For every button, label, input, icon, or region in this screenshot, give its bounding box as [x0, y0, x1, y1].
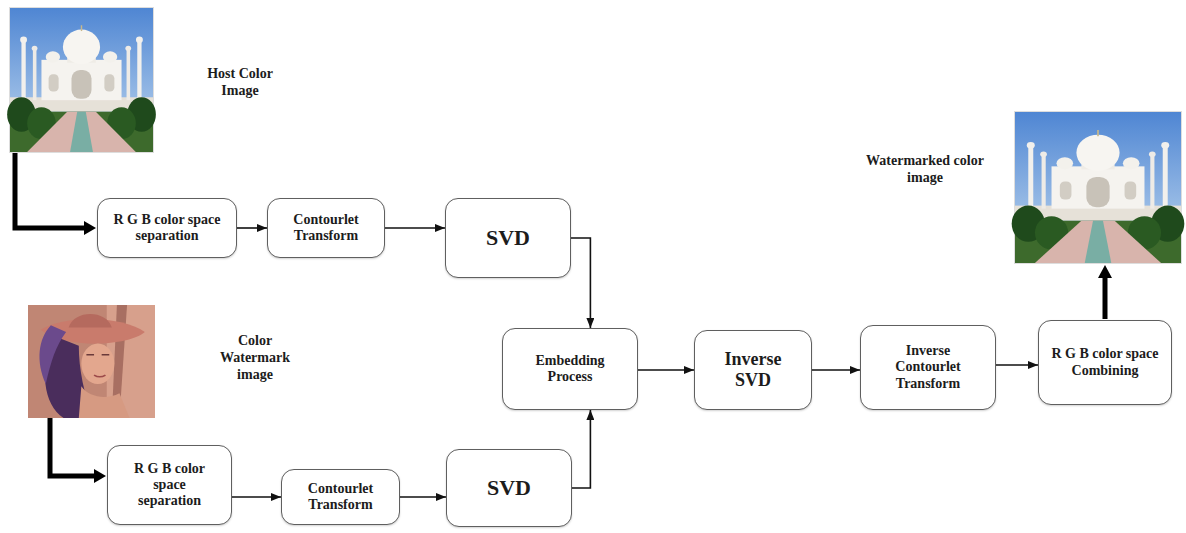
- art-shape: [81, 343, 114, 384]
- box-text: Inverse SVD: [707, 349, 799, 390]
- box-text: SVD: [487, 475, 531, 500]
- process-box: Inverse Contourlet Transform: [860, 325, 996, 410]
- box-text: Contourlet Transform: [294, 481, 387, 513]
- process-box: R G B color space separation: [107, 445, 232, 525]
- box-text: R G B color space separation: [120, 461, 219, 509]
- art-shape: [69, 314, 112, 328]
- flow-arrow: [400, 496, 446, 498]
- art-shape: [86, 354, 109, 356]
- flow-arrow: [572, 410, 590, 488]
- host-image: [7, 7, 156, 153]
- image-caption: Watermarked color image: [860, 153, 990, 187]
- watermarked-image: [1012, 111, 1185, 264]
- watermark-image: [28, 305, 155, 418]
- art-shape: [28, 305, 155, 418]
- art-shape: [84, 221, 96, 235]
- process-box: R G B color space Combining: [1038, 320, 1172, 405]
- flow-arrow: [638, 369, 694, 371]
- art-shape: [15, 153, 86, 228]
- flow-arrow: [385, 227, 445, 229]
- flow-arrow: [571, 238, 590, 328]
- art-shape: [1103, 276, 1108, 319]
- flow-arrow: [237, 227, 267, 229]
- art-shape: [94, 469, 106, 483]
- image-caption: Host Color Image: [190, 66, 290, 100]
- flow-arrow: [232, 496, 281, 498]
- art-shape: [50, 418, 96, 476]
- box-text: R G B color space separation: [110, 212, 224, 244]
- box-text: R G B color space Combining: [1051, 346, 1159, 378]
- process-box: SVD: [445, 198, 571, 278]
- art-shape: [1098, 265, 1112, 278]
- flow-arrow: [996, 364, 1038, 366]
- art-shape: [94, 375, 105, 377]
- image-caption: Color Watermark image: [205, 333, 305, 383]
- flow-arrow: [812, 369, 860, 371]
- box-text: Contourlet Transform: [280, 212, 372, 244]
- thick-arrows: [15, 153, 1112, 483]
- box-text: Embedding Process: [515, 353, 625, 385]
- box-text: Inverse Contourlet Transform: [873, 343, 983, 391]
- process-box: Contourlet Transform: [281, 469, 400, 525]
- process-box: SVD: [446, 449, 572, 527]
- process-box: Inverse SVD: [694, 330, 812, 410]
- art-shape: [40, 325, 67, 384]
- art-shape: [1012, 112, 1185, 263]
- process-box: R G B color space separation: [97, 198, 237, 258]
- process-box: Contourlet Transform: [267, 198, 385, 258]
- box-text: SVD: [486, 225, 530, 250]
- art-shape: [79, 386, 130, 418]
- process-box: Embedding Process: [502, 328, 638, 410]
- art-shape: [7, 8, 156, 152]
